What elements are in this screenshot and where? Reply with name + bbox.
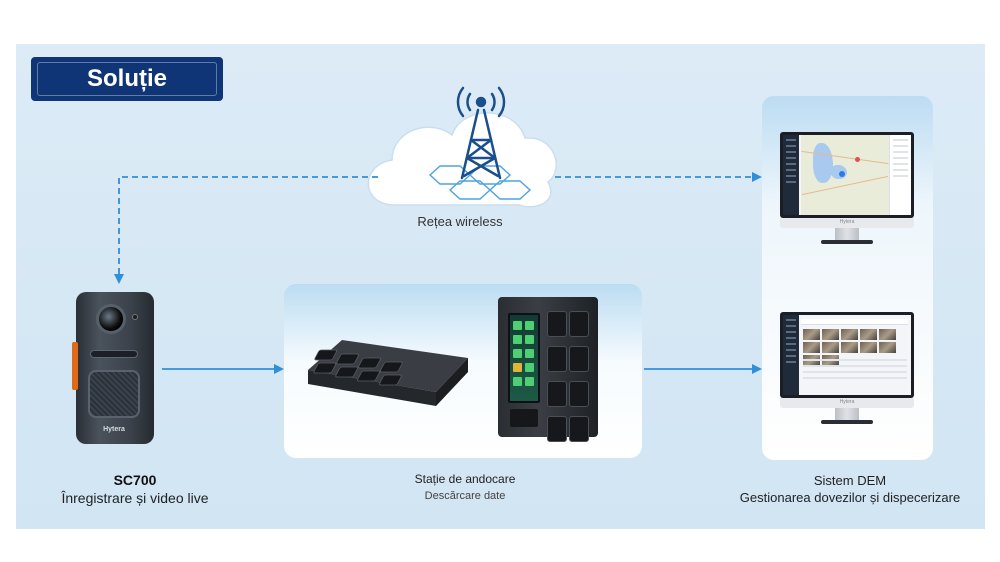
monitor-video: Hytera bbox=[780, 312, 914, 424]
page-title: Soluție bbox=[86, 65, 167, 92]
monitor-brand: Hytera bbox=[839, 399, 855, 405]
camera-title: SC700 bbox=[113, 472, 157, 488]
hexagon-network-icon bbox=[428, 165, 532, 200]
cabinet-keypad bbox=[510, 409, 538, 427]
docking-tray bbox=[308, 340, 468, 406]
title-badge: Soluție bbox=[31, 57, 223, 101]
camera-button bbox=[88, 370, 140, 418]
dem-subtitle: Gestionarea dovezilor și dispecerizare bbox=[739, 490, 961, 505]
camera-brand: Hytera bbox=[103, 426, 125, 433]
monitor-brand: Hytera bbox=[839, 219, 855, 225]
cloud-icon bbox=[367, 112, 557, 208]
cabinet-bays bbox=[546, 309, 592, 449]
network-label: Rețea wireless bbox=[417, 214, 503, 229]
docking-cabinet bbox=[498, 297, 598, 442]
docking-subtitle: Descărcare date bbox=[424, 490, 506, 502]
body-camera: Hytera bbox=[72, 292, 160, 448]
camera-subtitle: Înregistrare și video live bbox=[61, 490, 209, 506]
docking-title: Stație de andocare bbox=[414, 472, 516, 486]
camera-lens bbox=[96, 304, 126, 334]
cell-tower-icon bbox=[456, 86, 506, 180]
wireless-link-camera bbox=[114, 176, 378, 284]
map-view bbox=[801, 135, 889, 215]
dem-title: Sistem DEM bbox=[813, 473, 887, 488]
monitor-map: Hytera bbox=[780, 132, 914, 244]
cabinet-screen bbox=[508, 313, 540, 403]
